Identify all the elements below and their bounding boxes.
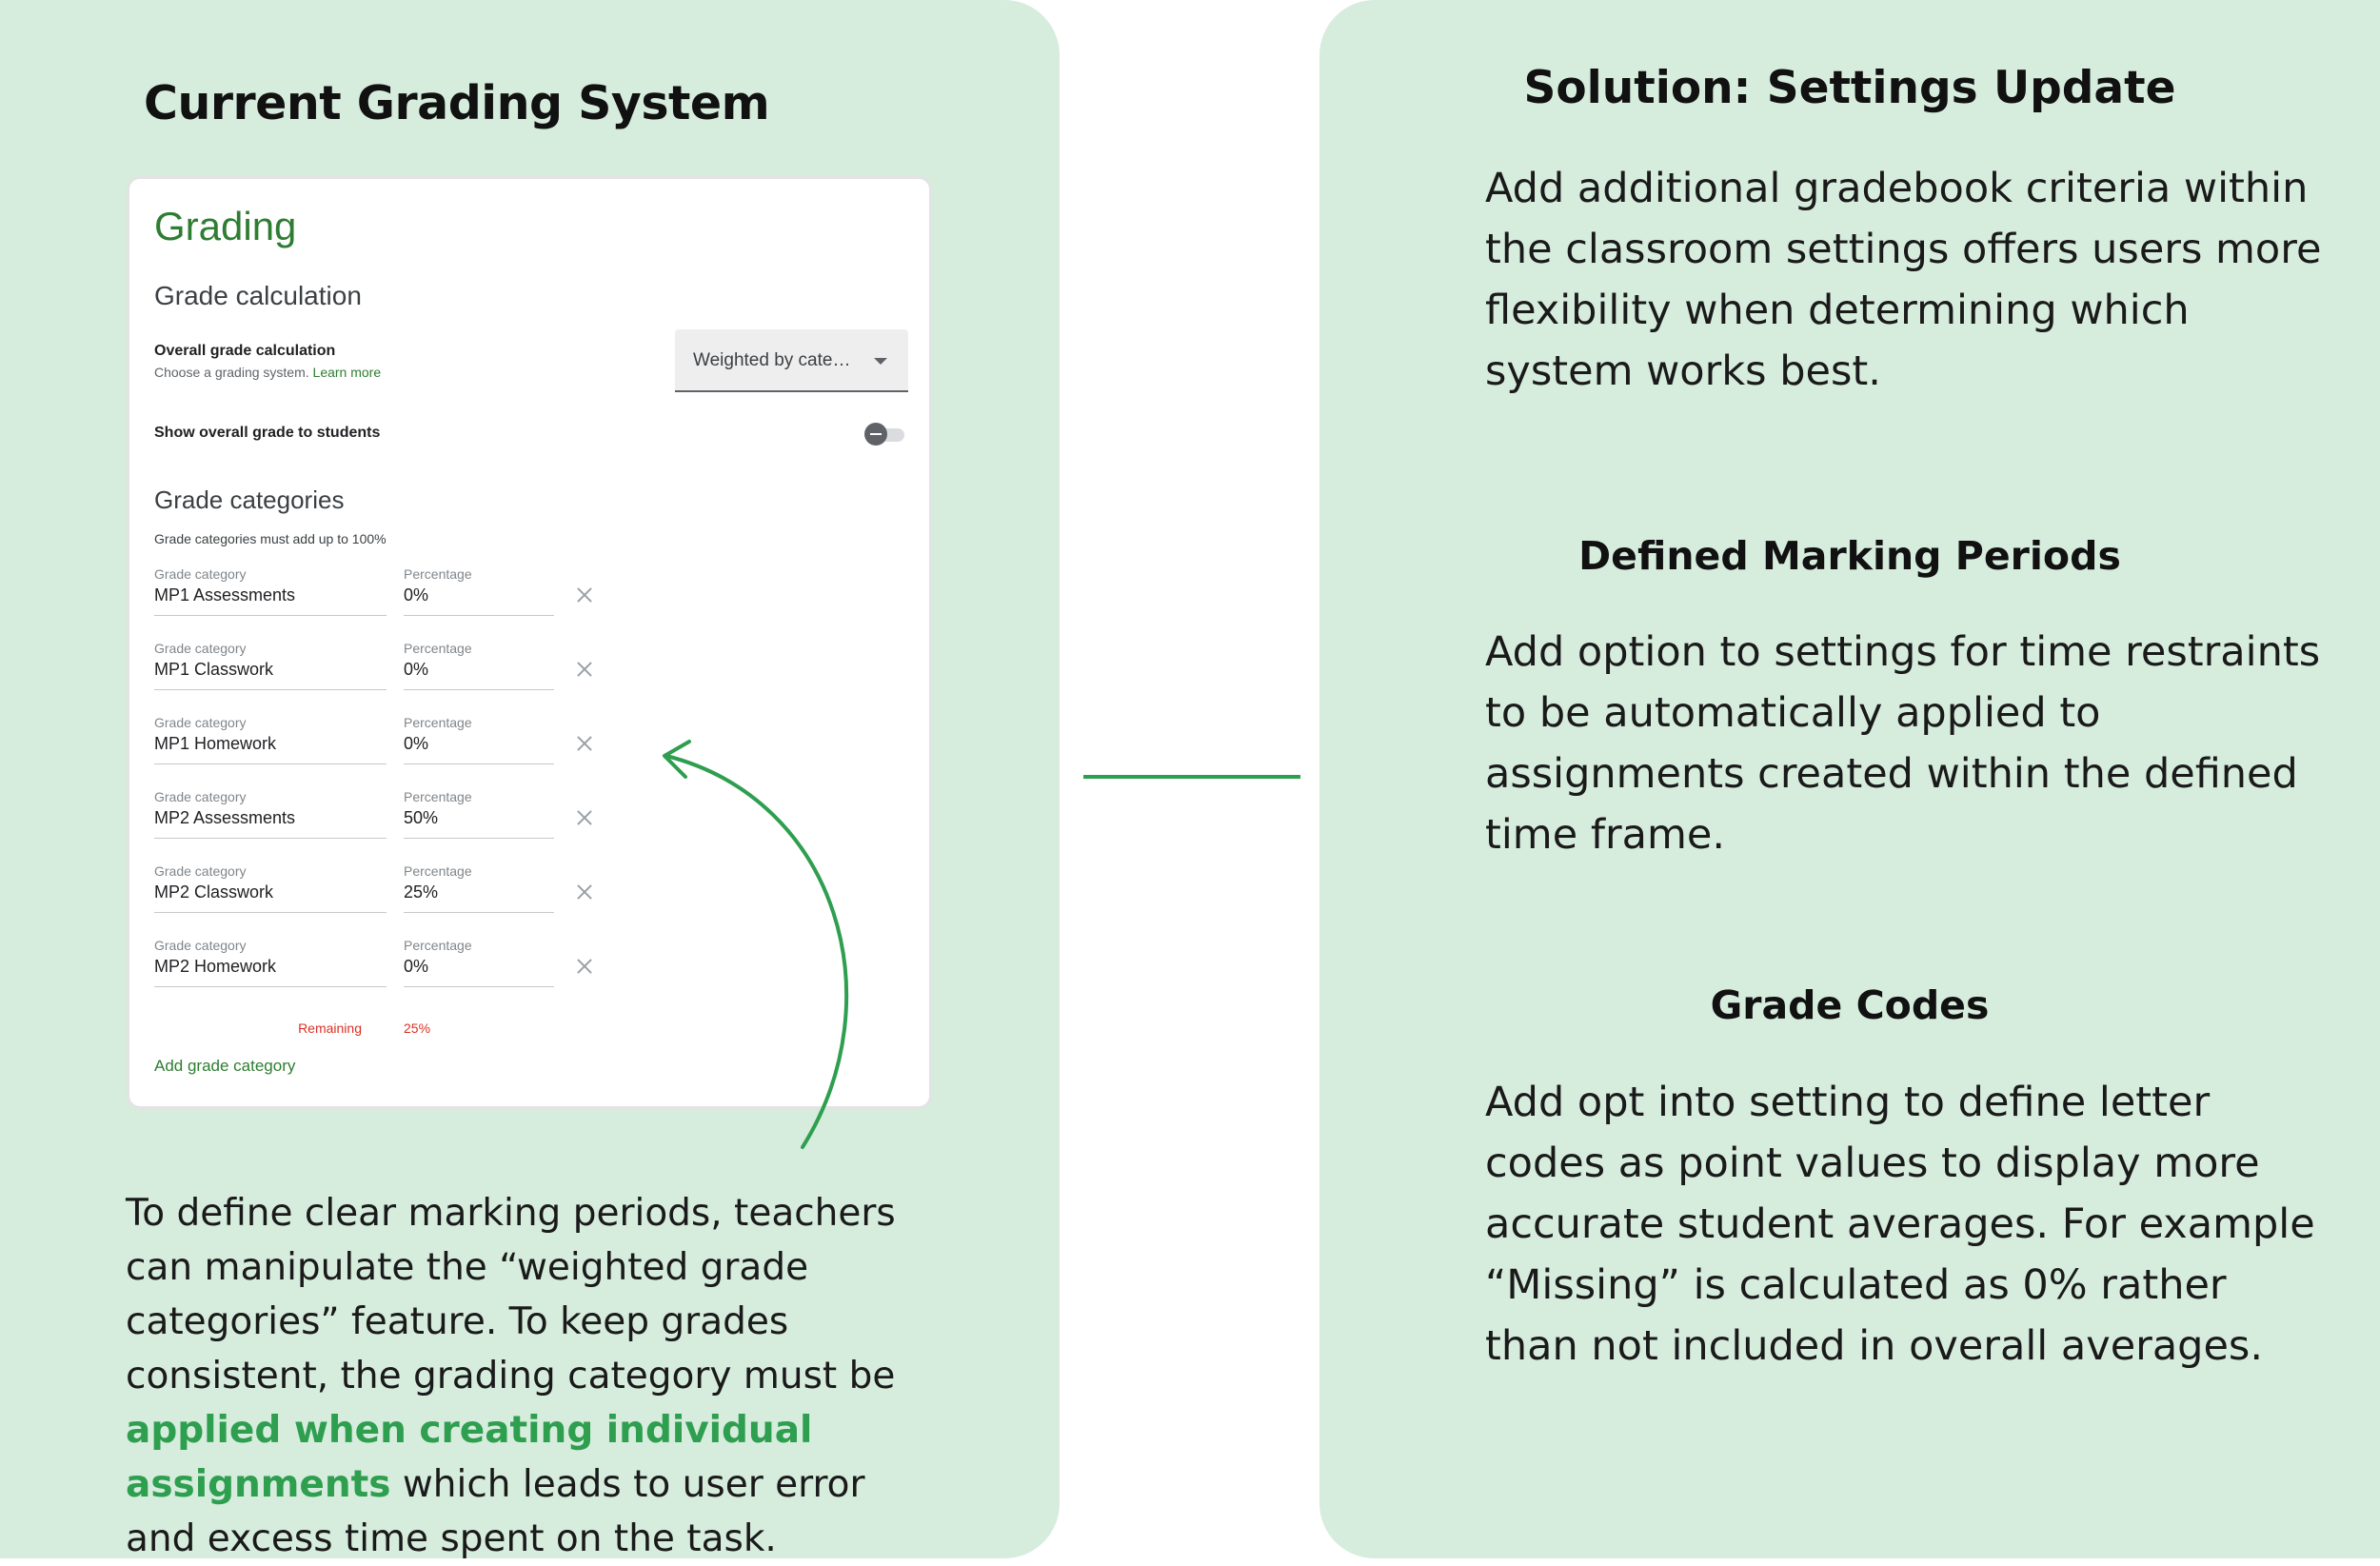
- caption-text-start: To define clear marking periods, teacher…: [126, 1192, 896, 1398]
- category-field-label: Grade category: [154, 863, 247, 879]
- category-field-label: Grade category: [154, 641, 247, 656]
- category-percentage-input[interactable]: 0%: [404, 734, 554, 764]
- category-row: Grade category MP1 Homework Percentage 0…: [154, 715, 916, 782]
- add-grade-category-button[interactable]: Add grade category: [154, 1057, 296, 1075]
- grading-screenshot-card: Grading Grade calculation Overall grade …: [127, 176, 932, 1109]
- left-title: Current Grading System: [144, 76, 770, 130]
- category-row: Grade category MP1 Classwork Percentage …: [154, 641, 916, 707]
- marking-periods-heading: Defined Marking Periods: [1578, 533, 2121, 579]
- category-percentage-input[interactable]: 0%: [404, 660, 554, 690]
- remaining-label: Remaining: [298, 1021, 362, 1036]
- category-name-input[interactable]: MP1 Assessments: [154, 585, 387, 616]
- category-name-input[interactable]: MP1 Classwork: [154, 660, 387, 690]
- percentage-field-label: Percentage: [404, 566, 472, 582]
- grade-categories-heading: Grade categories: [154, 486, 345, 514]
- category-row: Grade category MP2 Classwork Percentage …: [154, 863, 916, 930]
- percentage-field-label: Percentage: [404, 863, 472, 879]
- connector-line: [1083, 775, 1300, 779]
- percentage-field-label: Percentage: [404, 641, 472, 656]
- overall-grade-description: Choose a grading system. Learn more: [154, 365, 381, 380]
- right-title: Solution: Settings Update: [1523, 62, 2176, 114]
- left-caption: To define clear marking periods, teacher…: [126, 1186, 944, 1566]
- close-icon[interactable]: [573, 584, 596, 606]
- close-icon[interactable]: [573, 881, 596, 903]
- category-field-label: Grade category: [154, 715, 247, 730]
- category-percentage-input[interactable]: 25%: [404, 882, 554, 913]
- grade-codes-heading: Grade Codes: [1710, 982, 1990, 1028]
- overall-grade-label: Overall grade calculation: [154, 343, 336, 359]
- category-row: Grade category MP2 Assessments Percentag…: [154, 789, 916, 856]
- show-overall-grade-label: Show overall grade to students: [154, 425, 381, 441]
- category-row: Grade category MP2 Homework Percentage 0…: [154, 938, 916, 1004]
- grade-codes-body: Add opt into setting to define letter co…: [1485, 1079, 2315, 1370]
- show-overall-grade-toggle[interactable]: [864, 422, 906, 446]
- category-name-input[interactable]: MP2 Classwork: [154, 882, 387, 913]
- grade-calculation-value: Weighted by cate…: [693, 350, 851, 370]
- learn-more-link[interactable]: Learn more: [312, 365, 382, 380]
- right-panel: [1319, 0, 2380, 1558]
- close-icon[interactable]: [573, 732, 596, 755]
- toggle-switch-icon: [864, 423, 887, 446]
- percentage-field-label: Percentage: [404, 789, 472, 804]
- category-row: Grade category MP1 Assessments Percentag…: [154, 566, 916, 633]
- close-icon[interactable]: [573, 658, 596, 681]
- grade-calculation-heading: Grade calculation: [154, 281, 362, 310]
- percentage-field-label: Percentage: [404, 938, 472, 953]
- grading-title: Grading: [154, 204, 297, 248]
- remaining-value: 25%: [404, 1021, 431, 1036]
- grade-calculation-select[interactable]: Weighted by cate…: [675, 329, 908, 392]
- category-percentage-input[interactable]: 0%: [404, 585, 554, 616]
- close-icon[interactable]: [573, 806, 596, 829]
- category-field-label: Grade category: [154, 566, 247, 582]
- grade-categories-note: Grade categories must add up to 100%: [154, 531, 387, 546]
- curved-arrow-icon: [663, 740, 849, 1149]
- dropdown-caret-icon: [874, 358, 887, 365]
- category-percentage-input[interactable]: 0%: [404, 957, 554, 987]
- caption-text-end: which leads to user error and excess tim…: [126, 1463, 865, 1560]
- category-name-input[interactable]: MP2 Assessments: [154, 808, 387, 839]
- category-percentage-input[interactable]: 50%: [404, 808, 554, 839]
- category-field-label: Grade category: [154, 938, 247, 953]
- marking-periods-body: Add option to settings for time restrain…: [1485, 628, 2321, 859]
- category-field-label: Grade category: [154, 789, 247, 804]
- category-name-input[interactable]: MP2 Homework: [154, 957, 387, 987]
- category-name-input[interactable]: MP1 Homework: [154, 734, 387, 764]
- overall-grade-description-text: Choose a grading system.: [154, 365, 309, 380]
- close-icon[interactable]: [573, 955, 596, 978]
- percentage-field-label: Percentage: [404, 715, 472, 730]
- caption-highlight: applied when creating individual assignm…: [126, 1409, 813, 1506]
- settings-update-body: Add additional gradebook criteria within…: [1485, 165, 2322, 395]
